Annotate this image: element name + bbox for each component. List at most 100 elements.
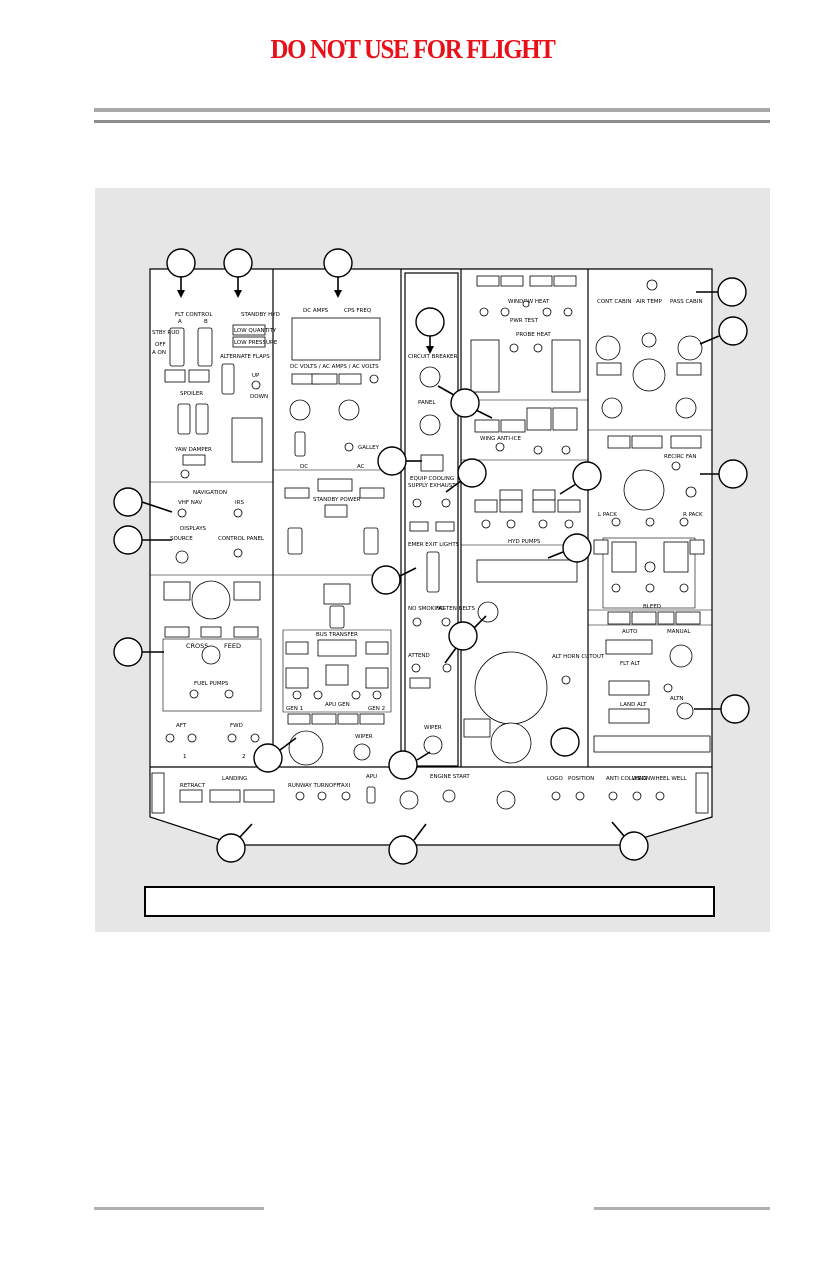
trip-reset-button[interactable]: [644, 561, 656, 573]
vhf-nav-switch[interactable]: [177, 508, 187, 518]
alt-flaps-arm-switch[interactable]: [221, 363, 235, 395]
aft-pump-1-switch[interactable]: [165, 733, 175, 743]
ctr-pump-r-switch[interactable]: [224, 689, 234, 699]
hyd-eng-1-switch[interactable]: [481, 519, 491, 529]
ovht-test-button[interactable]: [685, 486, 697, 498]
overheat-light-1: [476, 275, 500, 287]
disconnect-2-switch[interactable]: [363, 527, 379, 555]
dc-meter-selector[interactable]: [289, 399, 311, 421]
temp-selector-knob[interactable]: [646, 279, 658, 291]
supply-duct-selector[interactable]: [641, 332, 657, 348]
alt-horn-cutout-button[interactable]: [561, 675, 571, 685]
emer-exit-lights-switch[interactable]: [426, 551, 440, 593]
source-selector[interactable]: [175, 550, 189, 564]
window-heat-label: WINDOW HEAT: [508, 299, 550, 305]
pwr-test-switch[interactable]: [522, 300, 530, 308]
flt-control-b-switch[interactable]: [197, 327, 213, 367]
spoiler-label: SPOILER: [180, 391, 203, 397]
dc-label: DC: [300, 464, 308, 470]
position-light-switch[interactable]: [575, 791, 585, 801]
apu-gen-2-switch[interactable]: [351, 690, 361, 700]
grd-pwr-switch[interactable]: [329, 605, 345, 629]
taxi-light-switch[interactable]: [341, 791, 351, 801]
anti-collision-switch[interactable]: [608, 791, 618, 801]
maint-button[interactable]: [369, 374, 379, 384]
panel-dimmer[interactable]: [419, 414, 441, 436]
bat-switch[interactable]: [294, 431, 306, 457]
bus-transfer-switch[interactable]: [317, 639, 357, 657]
spoiler-b-switch[interactable]: [195, 403, 209, 435]
press-diff-placard: [463, 718, 491, 738]
overheat-light-2: [500, 275, 524, 287]
grd-call-button[interactable]: [442, 663, 452, 673]
pass-cabin-temp-selector[interactable]: [675, 397, 697, 419]
gen-2-switch[interactable]: [372, 690, 382, 700]
r-pack-switch[interactable]: [679, 517, 689, 527]
bleed-2-switch[interactable]: [679, 583, 689, 593]
valve-switch[interactable]: [663, 683, 673, 693]
hyd-eng-2-switch[interactable]: [564, 519, 574, 529]
cont-cabin-temp-selector[interactable]: [601, 397, 623, 419]
window-heat-side-l[interactable]: [479, 307, 489, 317]
recirc-fan-switch[interactable]: [671, 461, 681, 471]
label-b: B: [204, 319, 208, 325]
window-heat-side-r[interactable]: [563, 307, 573, 317]
landing-retractable[interactable]: [209, 789, 241, 803]
ctr-pump-l-switch[interactable]: [189, 689, 199, 699]
window-heat-fwd-r[interactable]: [542, 307, 552, 317]
window-heat-fwd-l[interactable]: [500, 307, 510, 317]
aft-pump-2-switch[interactable]: [250, 733, 260, 743]
control-panel-switch[interactable]: [233, 548, 243, 558]
wing-anti-ice-switch[interactable]: [495, 442, 505, 452]
runway-turnoff-l[interactable]: [295, 791, 305, 801]
wiper-selector-left[interactable]: [353, 743, 371, 761]
attend-button[interactable]: [411, 663, 421, 673]
probe-heat-b-switch[interactable]: [533, 343, 543, 353]
landing-fixed[interactable]: [243, 789, 275, 803]
probe-heat-a-switch[interactable]: [509, 343, 519, 353]
pressurization-mode-selector[interactable]: [676, 702, 694, 720]
disconnect-1-switch[interactable]: [287, 527, 303, 555]
circuit-breaker-dimmer[interactable]: [419, 366, 441, 388]
apu-label: APU: [366, 774, 377, 780]
eng-anti-ice-2[interactable]: [561, 445, 571, 455]
hyd-elec-1-switch[interactable]: [538, 519, 548, 529]
isolation-valve-switch[interactable]: [645, 517, 655, 527]
displays-title: DISPLAYS: [180, 526, 207, 532]
galley-switch[interactable]: [344, 442, 354, 452]
yaw-damper-switch[interactable]: [180, 469, 190, 479]
spoiler-a-switch[interactable]: [177, 403, 191, 435]
fwd-pump-2-switch[interactable]: [227, 733, 237, 743]
apu-start-switch[interactable]: [366, 786, 376, 804]
ac-meter-selector[interactable]: [338, 399, 360, 421]
flt-control-a-switch[interactable]: [169, 327, 185, 367]
fwd-pump-1-switch[interactable]: [187, 733, 197, 743]
eng-anti-ice-1[interactable]: [533, 445, 543, 455]
logo-light-switch[interactable]: [551, 791, 561, 801]
wheel-well-switch[interactable]: [655, 791, 665, 801]
bleed-apu-switch[interactable]: [645, 583, 655, 593]
irs-switch[interactable]: [233, 508, 243, 518]
hyd-elec-2-switch[interactable]: [506, 519, 516, 529]
landing-l-retract[interactable]: [179, 789, 203, 803]
runway-turnoff-r[interactable]: [317, 791, 327, 801]
fasten-belts-switch[interactable]: [441, 617, 451, 627]
standby-power-switch[interactable]: [324, 504, 348, 518]
low-pressure-text: LOW PRESSURE: [234, 340, 278, 346]
equip-cooling-supply-switch[interactable]: [412, 498, 422, 508]
wing-light-switch[interactable]: [632, 791, 642, 801]
caption-box: [144, 886, 715, 917]
l-pack-switch[interactable]: [611, 517, 621, 527]
wiper-selector-right[interactable]: [423, 735, 443, 755]
alt-flaps-toggle[interactable]: [251, 380, 261, 390]
no-smoking-switch[interactable]: [412, 617, 422, 627]
engine-start-1-selector[interactable]: [399, 790, 419, 810]
ram-door-full-open-r: [670, 435, 702, 449]
engine-start-2-selector[interactable]: [496, 790, 516, 810]
bleed-1-switch[interactable]: [611, 583, 621, 593]
equip-cooling-exhaust-switch[interactable]: [441, 498, 451, 508]
ignition-selector[interactable]: [442, 789, 456, 803]
apu-gen-1-switch[interactable]: [313, 690, 323, 700]
crossfeed-selector[interactable]: [201, 645, 221, 665]
gen-1-switch[interactable]: [292, 690, 302, 700]
